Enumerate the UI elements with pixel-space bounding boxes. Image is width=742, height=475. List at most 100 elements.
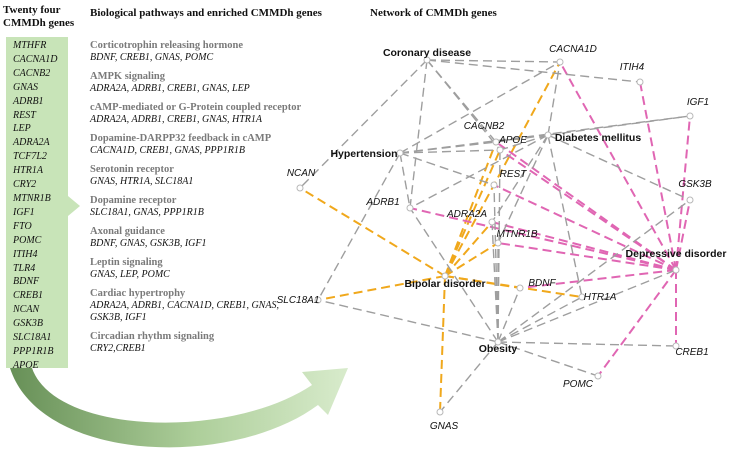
edge-hypertension-APOE [399,149,501,154]
gene-item: TLR4 [13,262,36,274]
gene-node-CREB1: CREB1 [675,347,708,358]
node-dot-CACNB2 [492,138,500,146]
edge-bipolar-ADRA2A [444,221,493,277]
edge-bipolar-APOE [444,149,501,277]
node-dot-ADRA2A [488,218,496,226]
edge-hypertension-CACNA1D [399,61,561,154]
edge-obesity-SLC18A1 [317,299,499,343]
pathway-genes: ADRA2A, ADRB1, CREB1, GNAS, LEP [90,83,250,94]
gene-node-ADRA2A: ADRA2A [446,209,487,220]
gene-node-MTNR1B: MTNR1B [496,229,537,240]
edge-bipolar-NCAN [299,187,446,277]
gene-item: ADRB1 [13,95,44,107]
pathway-genes: CRY2,CREB1 [90,343,146,354]
pathway-item: cAMP-mediated or G-Protein coupled recep… [90,102,310,126]
edge-depressive-ADRA2A [491,221,677,271]
node-dot-NCAN [296,184,304,192]
disease-node-obesity: Obesity [479,343,518,355]
node-dot-HTR1A [578,293,586,301]
disease-node-hypertension: Hypertension [330,148,397,160]
edge-obesity-REST [493,184,499,343]
edge-coronary-CACNA1D [426,59,561,63]
gene-item: HTR1A [13,165,43,177]
edge-bipolar-MTNR1B [444,242,499,277]
gene-node-REST: REST [500,169,528,180]
gene-node-GNAS: GNAS [430,421,459,432]
edge-depressive-CACNB2 [495,141,677,271]
gene-node-CACNA1D: CACNA1D [549,44,597,55]
left-title-line-1: Twenty four [3,4,61,16]
node-dot-POMC [594,372,602,380]
pathway-genes: ADRA2A, ADRB1, CREB1, GNAS, HTR1A [90,114,263,125]
gene-item: PPP1R1B [13,345,54,357]
gene-item: FTO [13,220,32,232]
pathway-genes: GNAS, LEP, POMC [90,269,170,280]
pathway-name: Dopamine receptor [90,195,177,206]
pathway-name: Circadian rhythm signaling [90,331,215,342]
gene-node-CACNB2: CACNB2 [464,121,505,132]
pathway-name: Dopamine-DARPP32 feedback in cAMP [90,133,272,144]
left-panel-title: Twenty four CMMDh genes [3,4,83,30]
disease-node-bipolar: Bipolar disorder [404,278,485,290]
node-dot-IGF1 [686,112,694,120]
edge-depressive-MTNR1B [497,242,677,271]
edge-hypertension-CACNB2 [399,141,497,154]
gene-item: POMC [13,234,42,246]
gene-item: ADRA2A [13,137,50,149]
gene-node-ADRB1: ADRB1 [365,197,399,208]
disease-node-diabetes: Diabetes mellitus [555,132,642,144]
pathway-genes: ADRA2A, ADRB1, CACNA1D, CREB1, GNAS, GSK… [90,300,279,323]
node-dot-bipolar [441,272,449,280]
gene-item: MTHFR [13,40,47,51]
gene-item: CACNB2 [13,67,51,79]
node-dot-coronary [423,56,431,64]
edge-depressive-IGF1 [675,115,691,271]
node-dot-CREB1 [672,342,680,350]
edge-obesity-APOE [497,149,501,343]
edge-bipolar-GNAS [439,275,446,413]
edge-coronary-NCAN [299,59,428,189]
edge-obesity-GSK3B [497,199,691,343]
pathway-name: Axonal guidance [90,226,165,237]
edge-hypertension-REST [399,152,495,186]
edge-diabetes-APOE [499,134,549,151]
edge-depressive-ADRB1 [409,207,677,271]
node-dot-MTNR1B [494,239,502,247]
disease-node-coronary: Coronary disease [383,47,471,59]
gene-item: GSK3B [13,318,43,330]
pathway-name: Corticotrophin releasing hormone [90,40,244,51]
gene-node-APOE: APOE [498,135,527,146]
gene-item: ITIH4 [13,248,38,260]
gene-item: MTNR1B [13,192,51,204]
edge-depressive-ITIH4 [639,81,677,271]
edge-obesity-POMC [497,341,599,377]
edge-diabetes-MTNR1B [497,134,549,244]
node-dot-ADRB1 [406,204,414,212]
edge-depressive-CACNA1D [559,61,677,271]
gene-item: CRY2 [13,179,37,191]
edge-coronary-ITIH4 [426,59,641,83]
edge-coronary-CACNB2 [426,59,497,143]
pathway-genes: CACNA1D, CREB1, GNAS, PPP1R1B [90,145,245,156]
network-title: Network of CMMDh genes [370,7,497,19]
node-dot-ITIH4 [636,78,644,86]
gene-node-GSK3B: GSK3B [678,179,712,190]
edge-obesity-CREB1 [497,341,677,347]
edge-depressive-BDNF [519,269,677,289]
panel-pointer [68,196,80,216]
gene-item: REST [13,109,36,121]
gene-item: CACNA1D [13,53,58,65]
edge-depressive-GSK3B [675,199,691,271]
edge-coronary-ADRB1 [409,59,428,209]
gene-item: LEP [13,123,31,135]
gene-node-POMC: POMC [563,379,594,390]
edge-bipolar-CACNA1D [444,61,561,277]
arrow-body [10,368,348,448]
pathway-name: AMPK signaling [90,71,165,82]
edge-obesity-ADRB1 [409,207,499,343]
edge-diabetes-ADRA2A [491,134,549,223]
